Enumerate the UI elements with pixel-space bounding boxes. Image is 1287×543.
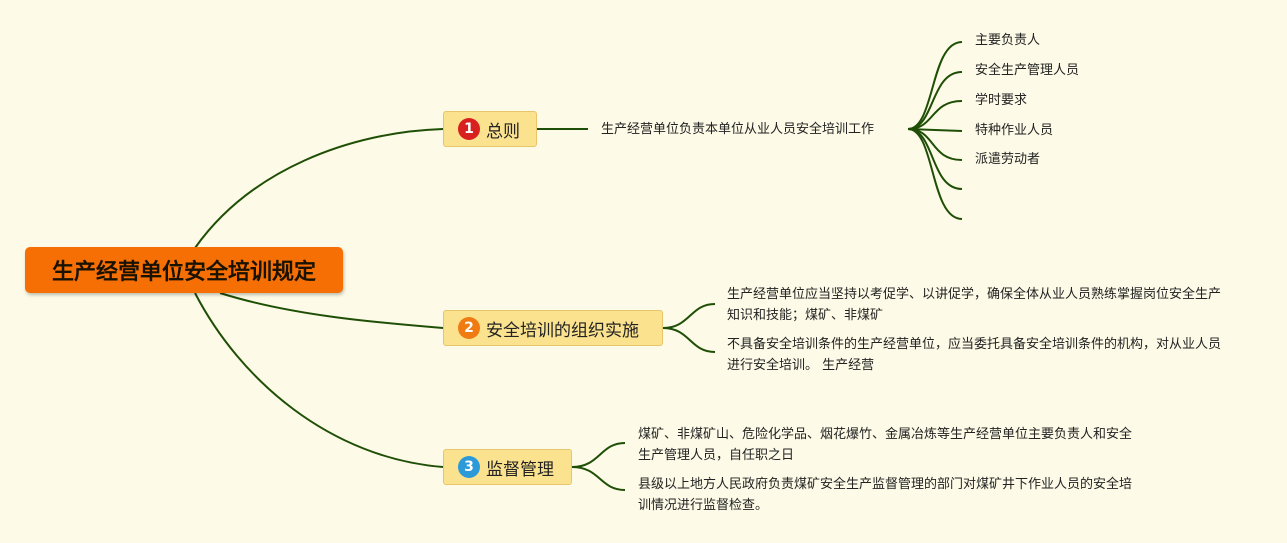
- leaf-topic-2[interactable]: 安全生产管理人员: [975, 63, 1080, 78]
- branch-label: 监督管理: [486, 459, 554, 480]
- root-node[interactable]: 生产经营单位安全培训规定: [25, 247, 343, 293]
- branch-label: 总则: [486, 121, 520, 142]
- leaf-topic-5[interactable]: 派遣劳动者: [975, 152, 1041, 167]
- link-branch3-para2: [571, 466, 626, 491]
- number-badge-2: 2: [458, 317, 480, 339]
- number-badge-3: 3: [458, 456, 480, 478]
- paragraph-topic-2b[interactable]: 不具备安全培训条件的生产经营单位，应当委托具备安全培训条件的机构，对从业人员进行…: [727, 337, 1222, 373]
- leaf-topic-3[interactable]: 学时要求: [975, 93, 1028, 108]
- link-root-branch2: [219, 292, 444, 329]
- root-title: 生产经营单位安全培训规定: [51, 260, 316, 285]
- branch-node-general[interactable]: 1 总则: [443, 111, 537, 147]
- link-branch2-para1: [662, 303, 716, 329]
- branch-node-organization[interactable]: 2 安全培训的组织实施: [443, 310, 663, 346]
- link-branch3-para1: [571, 442, 626, 468]
- branch-label: 安全培训的组织实施: [486, 320, 639, 341]
- number-badge-1: 1: [458, 118, 480, 140]
- leaf-topic-4[interactable]: 特种作业人员: [975, 123, 1054, 138]
- link-leaf-3: [907, 100, 963, 130]
- child-topic-responsibility[interactable]: 生产经营单位负责本单位从业人员安全培训工作: [601, 122, 875, 137]
- paragraph-topic-3a[interactable]: 煤矿、非煤矿山、危险化学品、烟花爆竹、金属冶炼等生产经营单位主要负责人和安全生产…: [638, 427, 1133, 463]
- link-branch2-para2: [662, 327, 716, 353]
- paragraph-topic-2a[interactable]: 生产经营单位应当坚持以考促学、以讲促学，确保全体从业人员熟练掌握岗位安全生产知识…: [727, 287, 1222, 323]
- leaf-topic-1[interactable]: 主要负责人: [975, 33, 1041, 48]
- link-leaf-4: [907, 128, 963, 132]
- paragraph-topic-3b[interactable]: 县级以上地方人民政府负责煤矿安全生产监督管理的部门对煤矿井下作业人员的安全培训情…: [638, 477, 1133, 513]
- link-leaf-2: [907, 71, 963, 130]
- branch-node-supervision[interactable]: 3 监督管理: [443, 449, 572, 485]
- link-leaf-1: [907, 41, 963, 130]
- link-root-branch3: [194, 292, 444, 468]
- link-root-branch1: [194, 128, 444, 249]
- link-leaf-7: [907, 128, 963, 220]
